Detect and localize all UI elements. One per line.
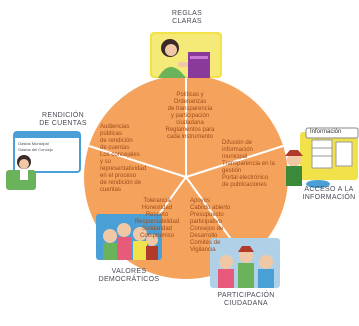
wedge-line: municipal (222, 154, 248, 160)
wedge-line: Transparencia en la (222, 161, 275, 167)
wedge-line: Respeto (145, 212, 169, 218)
participacion-illustration (210, 238, 280, 288)
rendicion-cuentas-title: RENDICIÓN DE CUENTAS (39, 112, 87, 127)
wedge-line: Apoyos (190, 198, 211, 204)
wedge-line: Solidaridad (141, 226, 173, 232)
wedge-line: de publicaciones (222, 182, 267, 188)
wedge-divider (185, 145, 284, 178)
acceso-wedge-text: Difusión de información municipal Transp… (222, 140, 278, 189)
wedge-line: Portal electrónico (222, 175, 269, 181)
wedge-line: Tolerancia (143, 198, 171, 204)
acceso-informacion-title: ACCESO A LA INFORMACIÓN (302, 186, 356, 201)
wedge-line: Consejos de Desarrollo (190, 226, 224, 239)
reglas-wedge-text: Políticas y Ordenanzas de transparencia … (160, 92, 220, 141)
wedge-line: de rendición de (100, 180, 142, 186)
wedge-line: Reglamentos para (165, 127, 215, 133)
rendicion-illustration (6, 131, 81, 190)
wedge-line: Honestidad (141, 205, 173, 211)
wedge-line: Audiencias (100, 124, 130, 130)
wedge-line: en el proceso (100, 173, 137, 179)
informacion-sign-text: Información (310, 129, 342, 135)
wedge-line: y su representatividad (100, 159, 147, 172)
wedge-line: de cuentas (100, 145, 130, 151)
wedge-line: Vigilancia (190, 247, 216, 253)
wedge-line: Presupuesto participativo (190, 212, 224, 225)
board-line: Gastos Municipal (18, 141, 49, 146)
wedge-line: Los concejales (100, 152, 140, 158)
wedge-line: públicas (100, 131, 123, 137)
wedge-line: Difusión de información (222, 140, 254, 153)
wedge-line: Cabildo abierto (190, 205, 231, 211)
valores-wedge-text: Tolerancia Honestidad Respeto Responsabi… (134, 198, 180, 240)
board-line: Gastos del Concejo (18, 147, 53, 152)
wedge-line: de transparencia (167, 106, 213, 112)
wedge-divider (88, 145, 187, 178)
wedge-line: de rendición (100, 138, 133, 144)
participacion-wedge-text: Apoyos Cabildo abierto Presupuesto parti… (190, 198, 250, 254)
wedge-line: Compromiso (139, 233, 174, 239)
rendicion-wedge-text: Audiencias públicas de rendición de cuen… (100, 124, 158, 194)
participacion-ciudadana-title: PARTICIPACIÓN CIUDADANA (217, 292, 275, 307)
wedge-line: Políticas y Ordenanzas (173, 92, 207, 105)
reglas-claras-title: REGLAS CLARAS (171, 10, 203, 25)
wedge-line: cada instrumento (166, 134, 214, 140)
wedge-line: Comités de (190, 240, 221, 246)
board-text: Gastos Municipal Gastos del Concejo (18, 141, 78, 153)
wedge-line: gestión (222, 168, 242, 174)
wedge-line: y participación ciudadana (170, 113, 210, 126)
reglas-illustration (150, 32, 222, 78)
acceso-illustration (285, 127, 359, 188)
wedge-line: Responsabilidad (134, 219, 180, 225)
valores-democraticos-title: VALORES DEMOCRÁTICOS (98, 268, 160, 283)
valores-illustration (96, 214, 162, 260)
wedge-line: cuentas (100, 187, 122, 193)
